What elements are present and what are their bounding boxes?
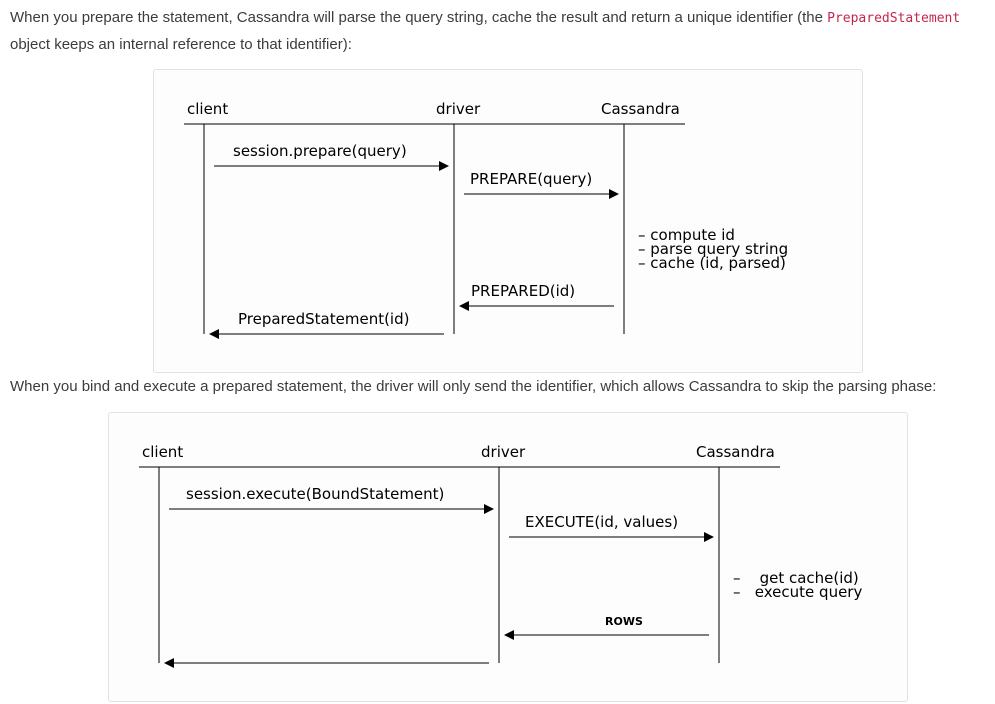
actor-driver: driver bbox=[436, 100, 481, 118]
bind-paragraph: When you bind and execute a prepared sta… bbox=[10, 378, 937, 395]
message-label-execute: EXECUTE(id, values) bbox=[525, 513, 678, 531]
actor-cassandra: Cassandra bbox=[696, 443, 775, 461]
message-label-prepared-statement: PreparedStatement(id) bbox=[238, 310, 409, 328]
actor-cassandra: Cassandra bbox=[601, 100, 680, 118]
message-label-rows: ROWS bbox=[605, 615, 643, 628]
note-compute-id: – compute id bbox=[638, 226, 735, 244]
note-parse-query: – parse query string bbox=[638, 240, 788, 258]
execute-sequence-diagram: client driver Cassandra session.execute(… bbox=[108, 412, 908, 702]
prepared-statement-code: PreparedStatement bbox=[827, 11, 961, 26]
intro-text-end: object keeps an internal reference to th… bbox=[10, 36, 352, 53]
message-label-prepare-query: PREPARE(query) bbox=[470, 170, 592, 188]
actor-driver: driver bbox=[481, 443, 526, 461]
intro-text: When you prepare the statement, Cassandr… bbox=[10, 9, 828, 26]
note-get-cache: – get cache(id) bbox=[733, 569, 859, 587]
note-cache: – cache (id, parsed) bbox=[638, 254, 786, 272]
actor-client: client bbox=[187, 100, 228, 118]
prepare-sequence-diagram: client driver Cassandra session.prepare(… bbox=[153, 69, 863, 373]
message-label-prepared: PREPARED(id) bbox=[471, 282, 575, 300]
note-execute-query: – execute query bbox=[733, 583, 862, 601]
actor-client: client bbox=[142, 443, 183, 461]
message-label-session-execute: session.execute(BoundStatement) bbox=[186, 485, 444, 503]
message-label-prepare: session.prepare(query) bbox=[233, 142, 407, 160]
intro-paragraph: When you prepare the statement, Cassandr… bbox=[10, 5, 995, 58]
